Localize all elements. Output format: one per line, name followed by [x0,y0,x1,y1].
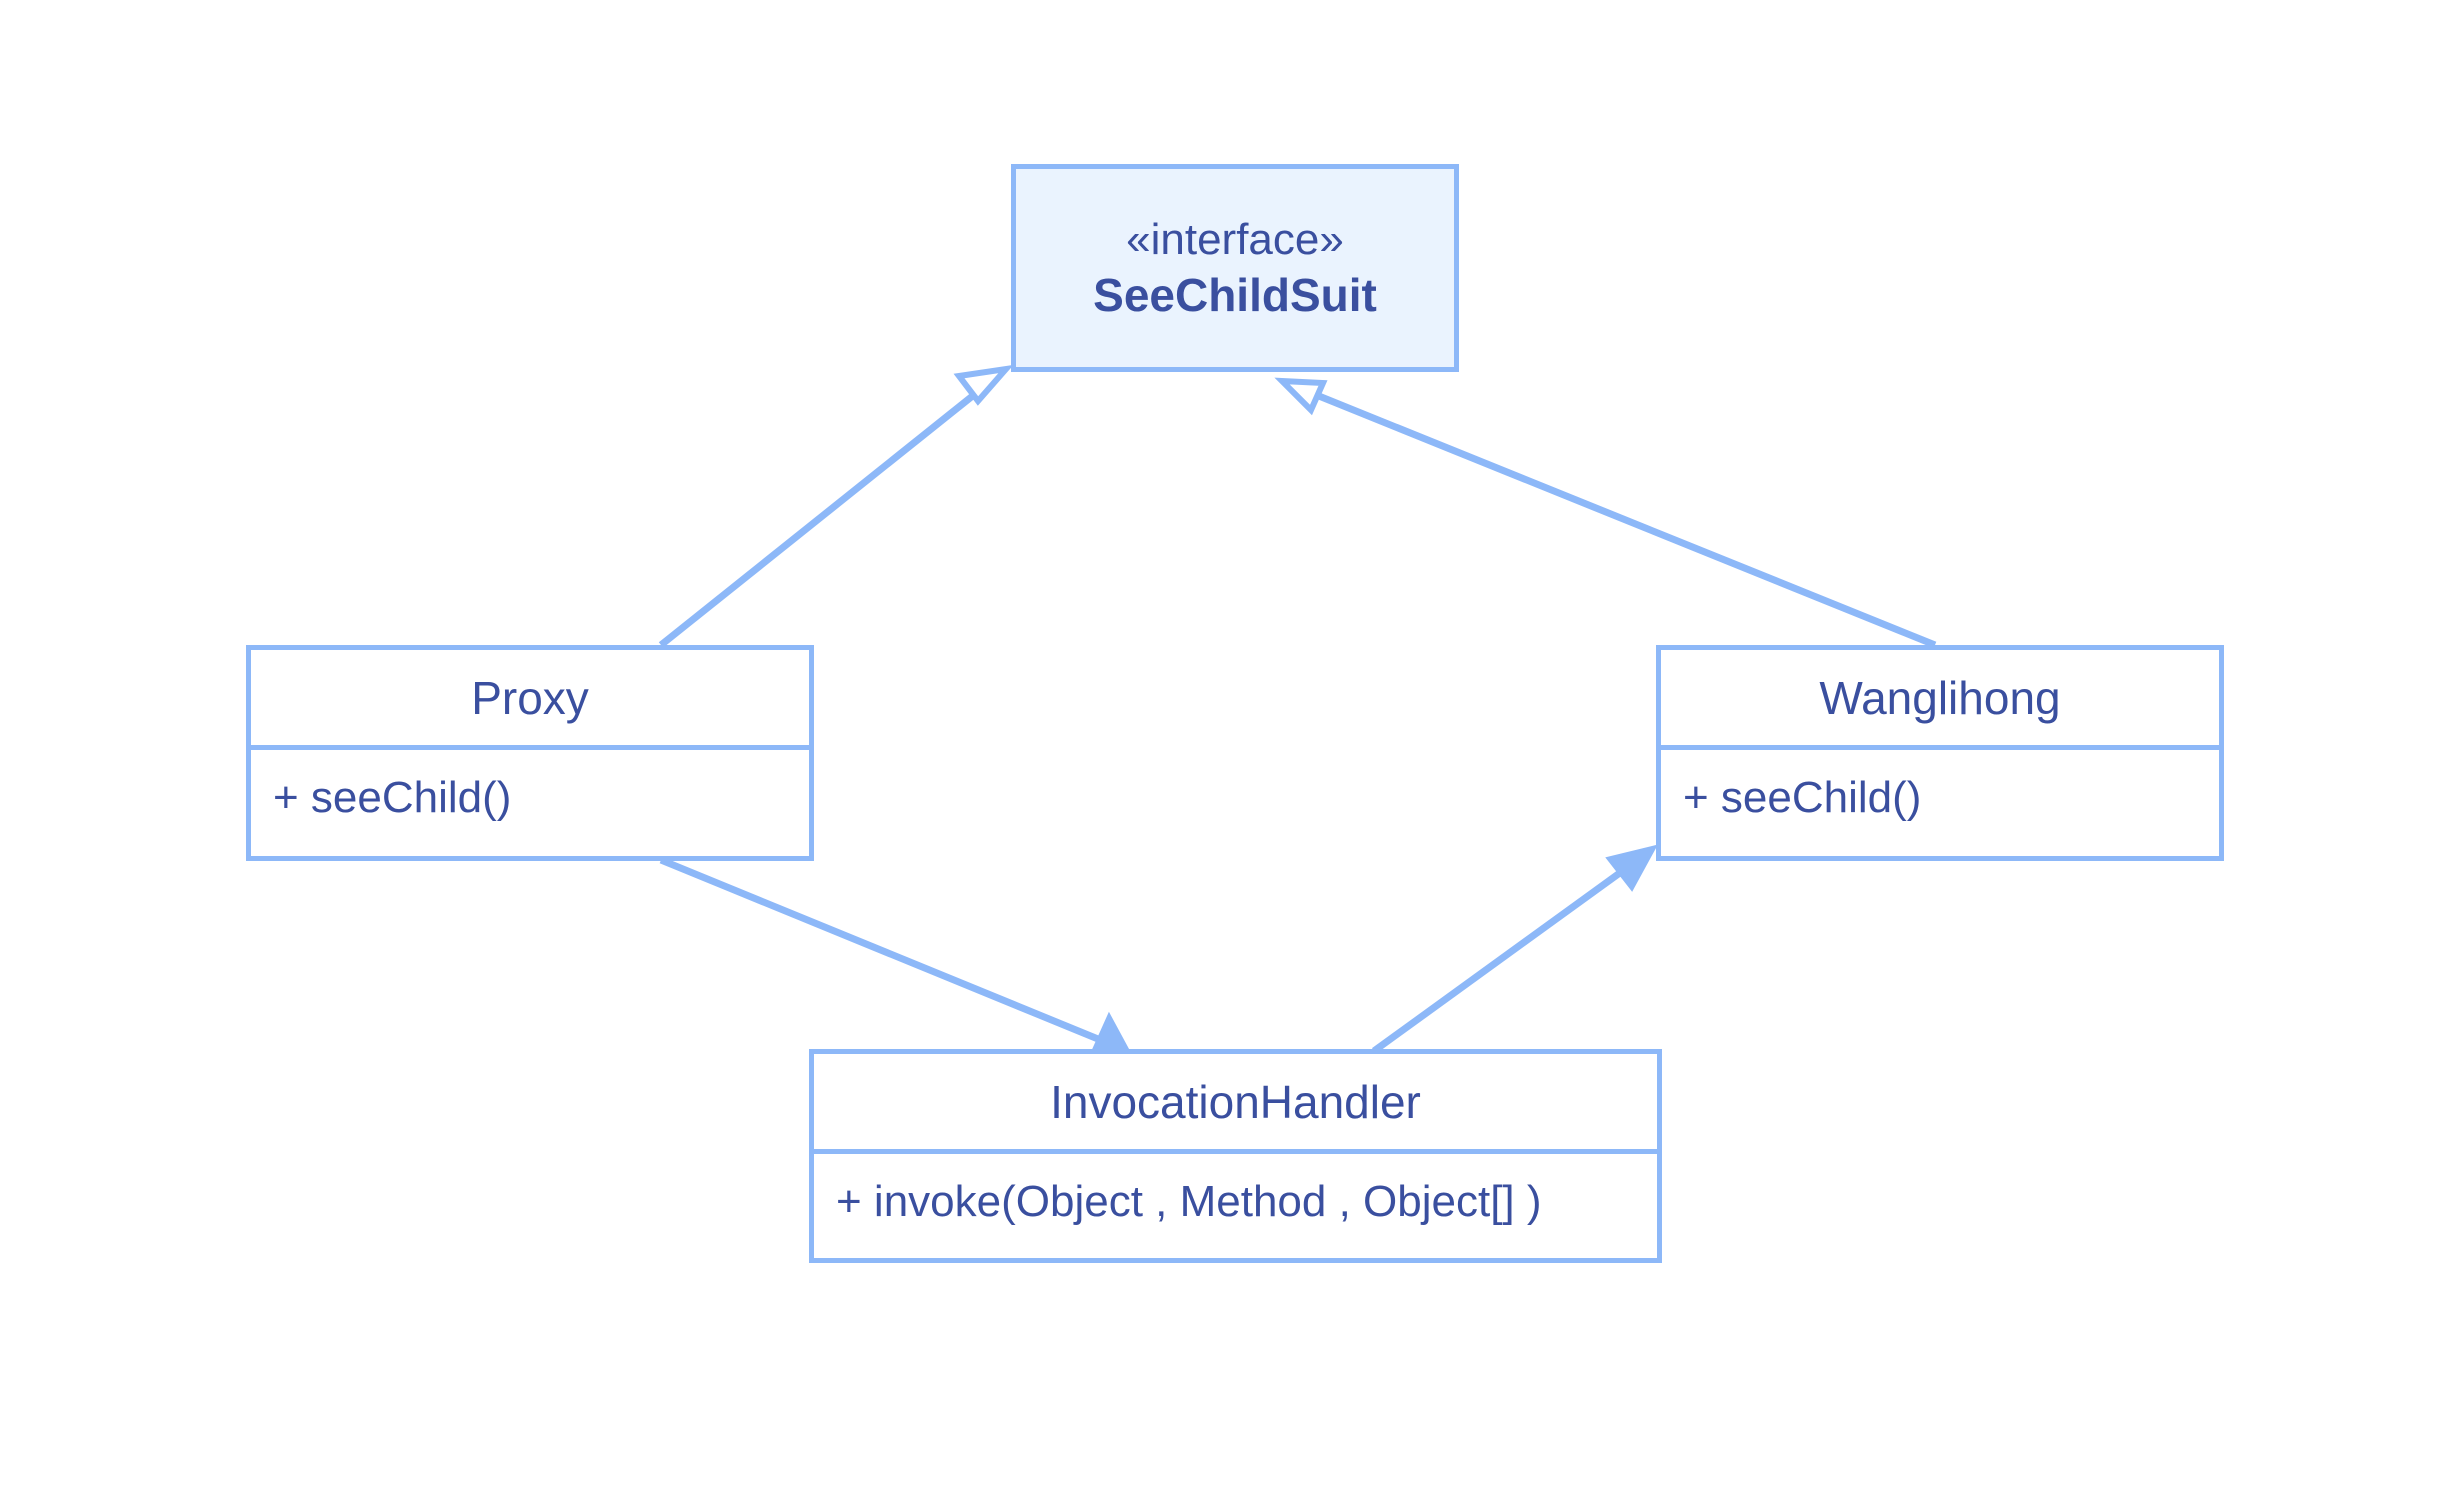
wanglihong-realizes-seechildsuit-connector [1274,377,1937,649]
realization-arrowhead-icon [953,364,1014,406]
class-name: Wanglihong [1661,650,2219,750]
interface-seechildsuit: «interface» SeeChildSuit [1011,164,1459,372]
class-name: InvocationHandler [814,1054,1657,1154]
proxy-realizes-seechildsuit-connector [658,364,1014,648]
class-operation: + invoke(Object , Method , Object[] ) [836,1176,1542,1226]
interface-stereotype: «interface» [1126,215,1344,264]
class-name: Proxy [251,650,809,750]
class-operation: + seeChild() [1683,772,1922,822]
association-arrowhead-icon [1605,844,1658,892]
realization-arrowhead-icon [1274,377,1328,416]
class-invocationhandler: InvocationHandler + invoke(Object , Meth… [809,1049,1662,1263]
class-proxy: Proxy + seeChild() [246,645,814,861]
association-arrowhead-icon [1090,1011,1131,1054]
proxy-to-invocationhandler-connector [659,856,1131,1054]
class-wanglihong: Wanglihong + seeChild() [1656,645,2224,861]
invocationhandler-to-wanglihong-connector [1371,844,1658,1054]
interface-name: SeeChildSuit [1093,269,1377,321]
class-operation: + seeChild() [273,772,512,822]
